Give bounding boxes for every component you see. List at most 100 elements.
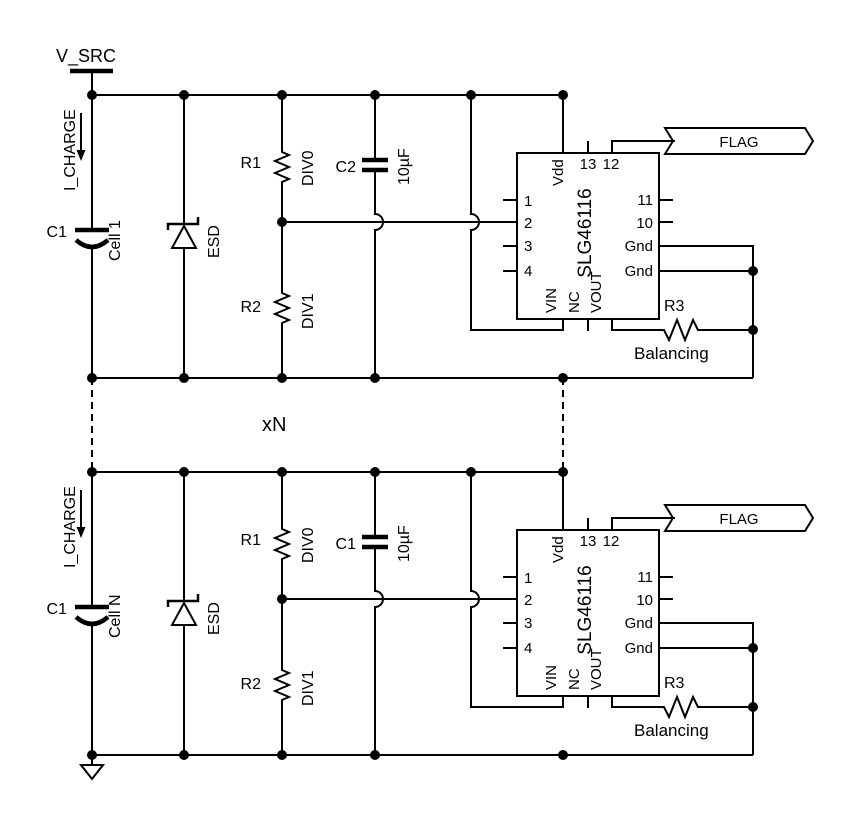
ic-gnd2-label: Gnd: [625, 263, 653, 280]
ic-pin2-label: 2: [524, 215, 532, 232]
balancing-resistor-r3: [611, 317, 753, 343]
ic-pin11-label: 11: [637, 192, 653, 209]
esd-label: ESD: [206, 602, 223, 635]
ic-pin3-label: 3: [524, 238, 532, 255]
ic-body: [516, 529, 660, 697]
flag-wire: [611, 517, 675, 530]
ic-pin1-label: 1: [524, 570, 532, 587]
ic-pin2-label: 2: [524, 592, 532, 609]
r1-body: [272, 472, 292, 599]
ic-pin3-label: 3: [524, 615, 532, 632]
r1-body: [272, 95, 292, 222]
r1-refdes: R1: [241, 155, 262, 172]
ic-pin10-label: 10: [636, 592, 653, 609]
flag-label: FLAG: [719, 134, 758, 151]
ic-slg46116: Vdd 13 12 1 2 3 4 11 10 Gnd Gnd VIN NC V…: [503, 141, 673, 331]
esd-cathode-bar: [166, 594, 200, 607]
balancing-resistor-r3: [611, 694, 753, 720]
ic-pin-vdd-label: Vdd: [550, 159, 567, 186]
ic-pin1-label: 1: [524, 193, 532, 210]
battery-cell: [74, 95, 110, 378]
r2-body: [272, 599, 292, 755]
div1-net-label: DIV1: [300, 670, 317, 706]
ic-part-number: SLG46116: [575, 188, 596, 277]
ic-slg46116: Vdd 13 12 1 2 3 4 11 10 Gnd Gnd VIN NC V…: [503, 518, 673, 708]
i-charge-label: I_CHARGE: [62, 486, 79, 568]
flag-wire: [611, 140, 675, 153]
ic-pin10-label: 10: [636, 215, 653, 232]
cell-block-1: I_CHARGE C1 Cell 1 ESD R1 DIV0 R2 DIV1: [47, 90, 815, 383]
esd-diode: [166, 472, 200, 755]
i-charge-arrow: [76, 490, 86, 538]
flag-banner: [663, 127, 815, 155]
cell-name-label: Cell 1: [107, 220, 124, 261]
cap-refdes: C2: [336, 159, 357, 176]
flag-banner: [663, 504, 815, 532]
arrow-head: [76, 527, 86, 538]
ic-pin-vin-label: VIN: [543, 665, 560, 690]
r3-refdes: R3: [664, 675, 685, 692]
junction-dots: [87, 90, 758, 383]
r1-refdes: R1: [241, 532, 262, 549]
ic-pin11-label: 11: [637, 569, 653, 586]
balancing-caption: Balancing: [634, 721, 709, 740]
cell-refdes: C1: [47, 224, 68, 241]
ic-pin13-label: 13: [580, 533, 597, 550]
arrow-head: [76, 150, 86, 161]
cell-block-n: I_CHARGE C1 Cell N ESD R1 DIV0 R2 DIV1 C…: [47, 467, 815, 781]
esd-anode-triangle: [170, 223, 198, 249]
flag-output: FLAG: [611, 127, 815, 155]
esd-diode: [166, 95, 200, 378]
ic-pin4-label: 4: [524, 640, 532, 657]
decoupling-capacitor: [362, 472, 388, 755]
ic-pin-vout-label: VOUT: [588, 271, 605, 313]
cap-value-label: 10µF: [396, 525, 413, 562]
ic-gnd1-label: Gnd: [625, 238, 653, 255]
ic-part-number: SLG46116: [575, 565, 596, 654]
r2-body: [272, 222, 292, 378]
flag-output: FLAG: [611, 504, 815, 532]
i-charge-arrow: [76, 113, 86, 161]
ic-gnd1-label: Gnd: [625, 615, 653, 632]
vin-sense-wire: [470, 95, 564, 331]
div0-net-label: DIV0: [300, 150, 317, 186]
divider-resistor-r2: [272, 222, 292, 378]
cell-plate-negative: [74, 238, 110, 250]
cap-bottom-wire-with-hop: [374, 172, 384, 378]
esd-anode-triangle: [170, 600, 198, 626]
decoupling-capacitor: [362, 95, 388, 378]
ic-pin12-label: 12: [603, 156, 620, 173]
cap-refdes: C1: [336, 536, 357, 553]
cell-refdes: C1: [47, 601, 68, 618]
repeat-count-label: xN: [262, 414, 286, 436]
r3-body: [611, 694, 753, 720]
divider-resistor-r2: [272, 599, 292, 755]
supply-net-label: V_SRC: [56, 46, 116, 67]
vin-sense-wire: [470, 472, 564, 708]
cell-name-label: Cell N: [107, 594, 124, 638]
junction-dots: [87, 467, 758, 760]
r2-refdes: R2: [241, 676, 262, 693]
ic-pin-vdd-label: Vdd: [550, 536, 567, 563]
ic-pin13-label: 13: [580, 156, 597, 173]
ic-pin-vout-label: VOUT: [588, 648, 605, 690]
ground-triangle: [78, 764, 106, 781]
divider-resistor-r1: [272, 95, 292, 222]
ic-pin-nc-label: NC: [566, 668, 583, 690]
r2-refdes: R2: [241, 299, 262, 316]
cell-plate-negative: [74, 615, 110, 627]
ic-gnd2-label: Gnd: [625, 640, 653, 657]
ic-pin-vin-label: VIN: [543, 288, 560, 313]
div1-net-label: DIV1: [300, 293, 317, 329]
i-charge-label: I_CHARGE: [62, 109, 79, 191]
esd-label: ESD: [206, 225, 223, 258]
balancing-caption: Balancing: [634, 344, 709, 363]
repeat-links: xN: [91, 378, 564, 472]
ic-pin-nc-label: NC: [566, 291, 583, 313]
divider-resistor-r1: [272, 472, 292, 599]
cap-bottom-wire-with-hop: [374, 549, 384, 755]
r3-body: [611, 317, 753, 343]
esd-cathode-bar: [166, 217, 200, 230]
ic-pin4-label: 4: [524, 263, 532, 280]
